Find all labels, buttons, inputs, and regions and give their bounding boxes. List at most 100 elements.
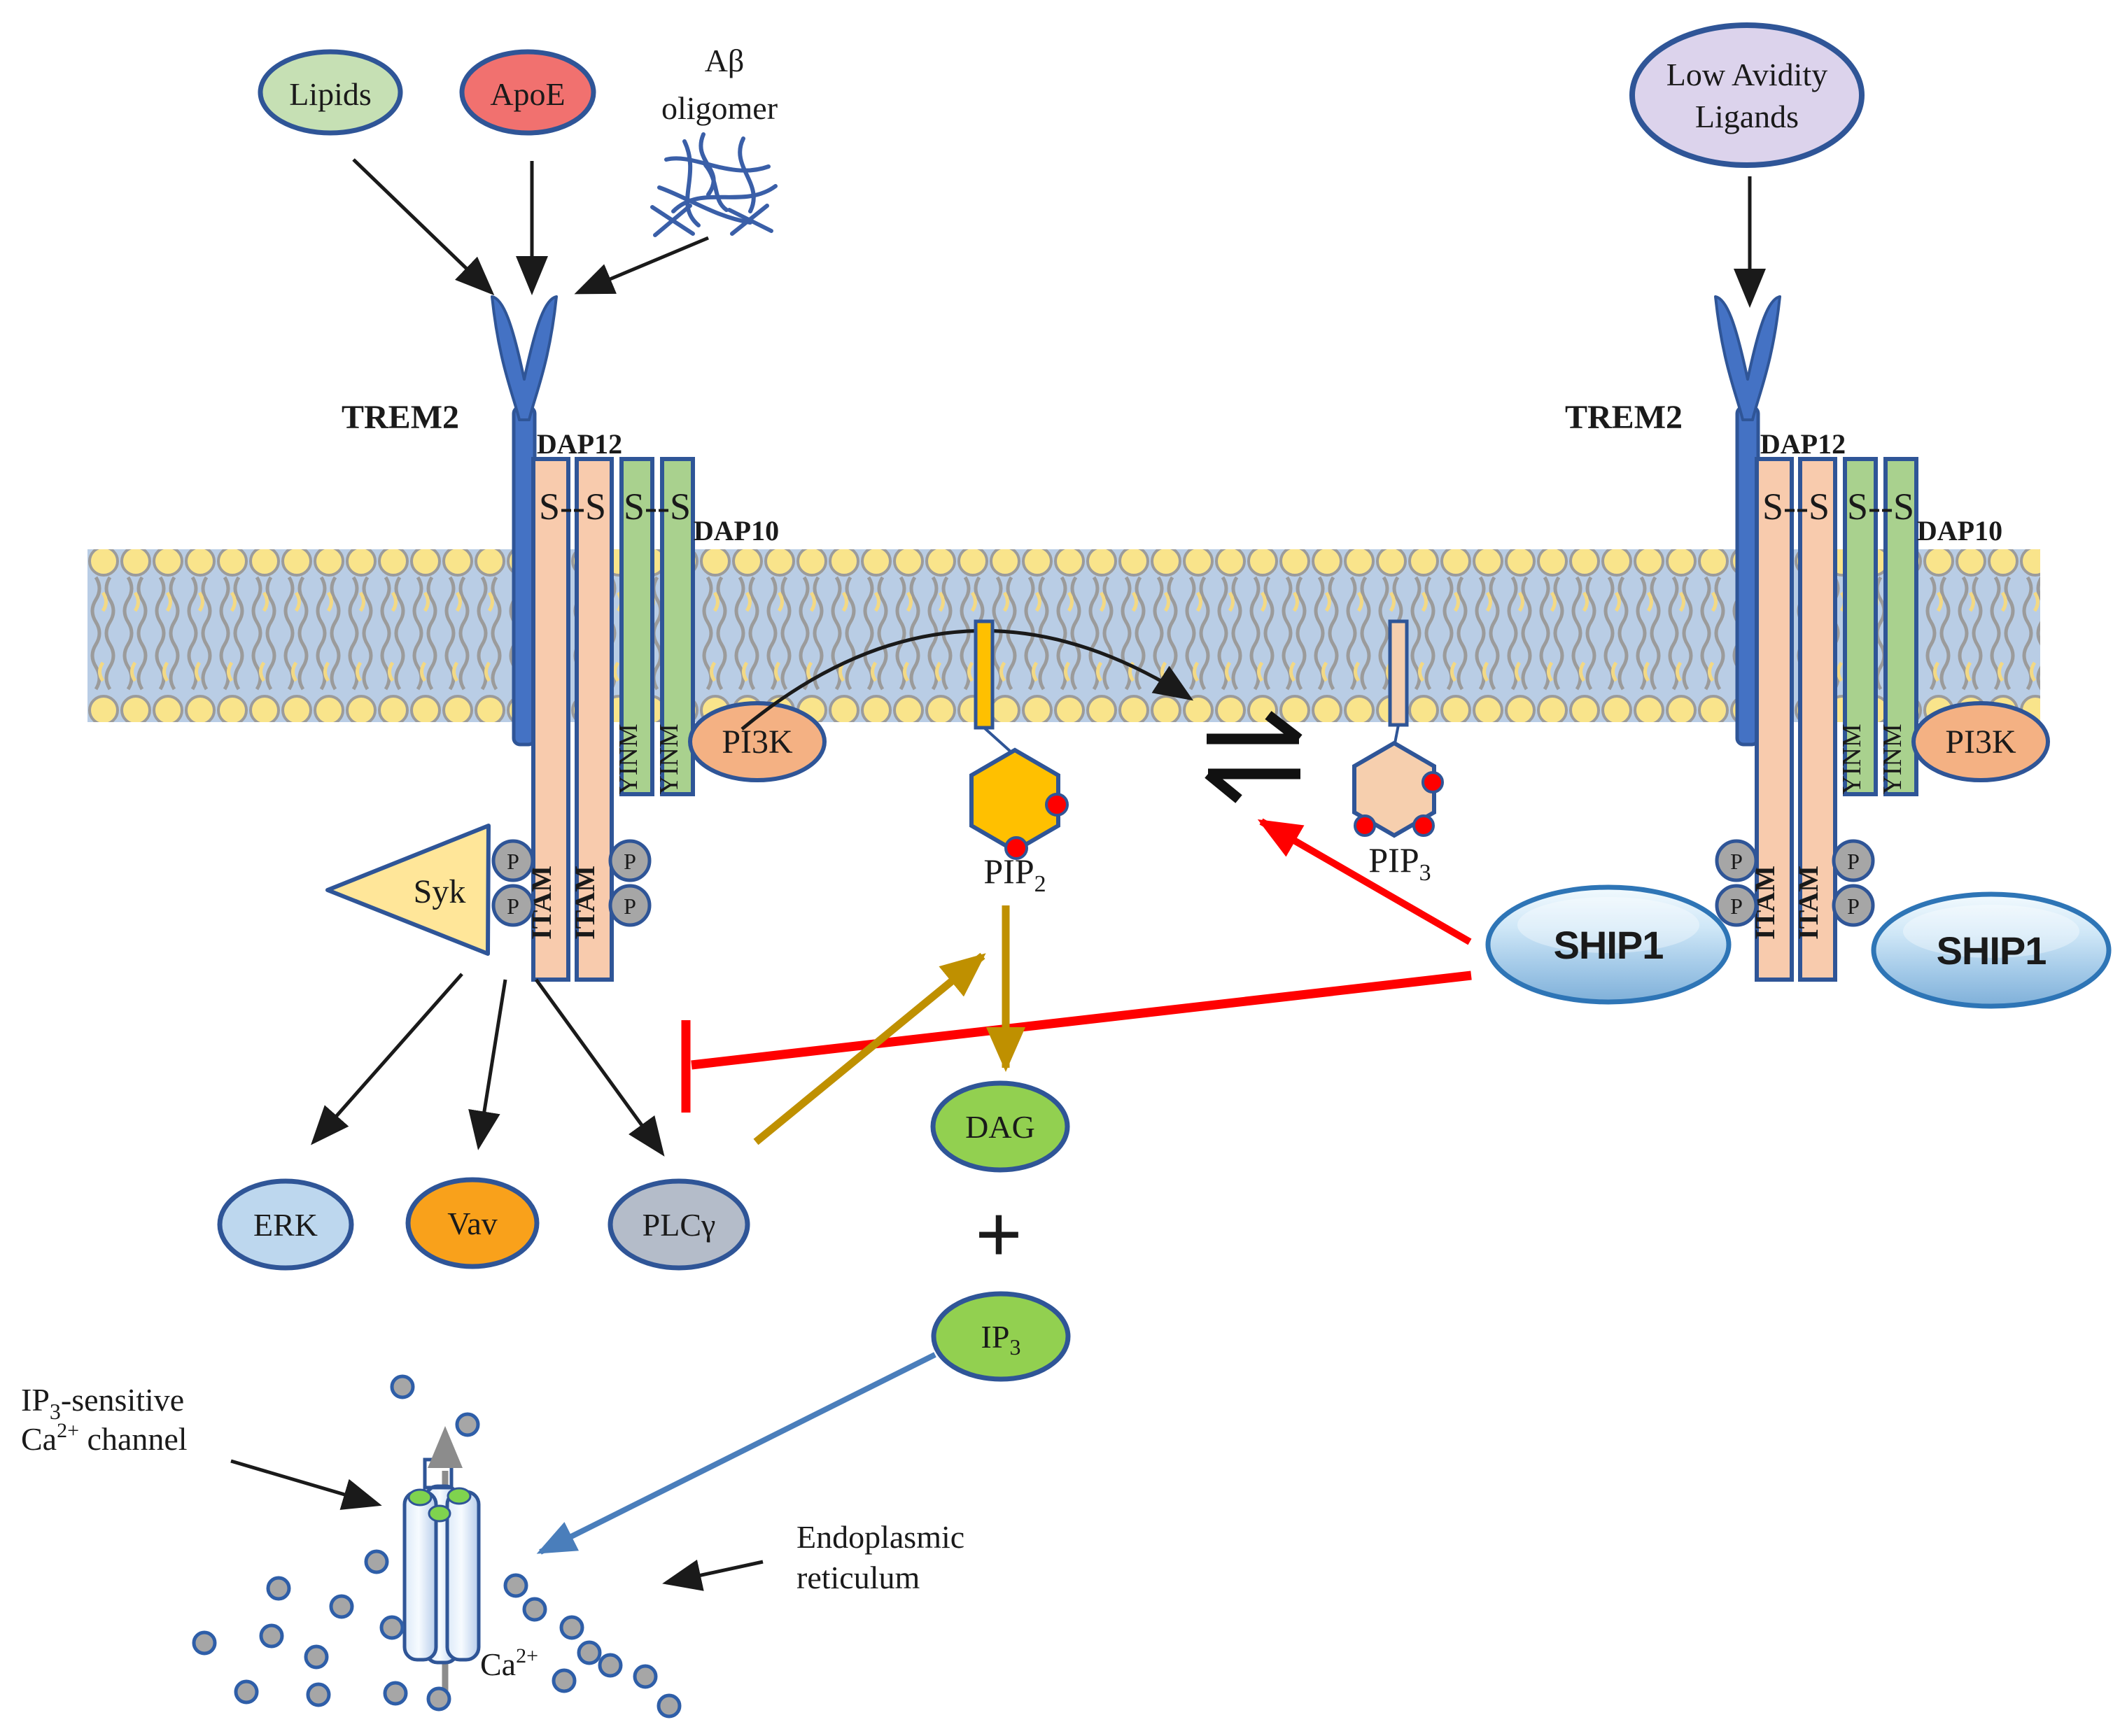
yinm-motif-1: YINM xyxy=(614,724,643,794)
lipids-label: Lipids xyxy=(289,76,372,112)
vav-label: Vav xyxy=(447,1206,498,1241)
channel-gate-dot xyxy=(447,1487,472,1505)
apoe-label: ApoE xyxy=(490,76,565,112)
abeta-label-line1: Aβ xyxy=(705,43,745,78)
erk-label: ERK xyxy=(253,1207,318,1243)
ship1-ellipse-right: SHIP1 xyxy=(1871,891,2112,1009)
dap10-chain-2 xyxy=(1883,457,1918,796)
equilibrium-symbol xyxy=(1205,711,1303,803)
svg-text:P: P xyxy=(624,849,636,874)
er-annotation-arrow xyxy=(662,1559,764,1591)
dap10-chain-1 xyxy=(1843,457,1878,796)
channel-label-line2: Ca2+ channel xyxy=(21,1419,188,1457)
calcium-release-arrowhead xyxy=(428,1426,463,1468)
apoe-ellipse: ApoE xyxy=(459,49,596,136)
plc-gamma-ellipse: PLCγ xyxy=(608,1178,750,1271)
calcium-label: Ca2+ xyxy=(480,1644,538,1682)
pip2-molecule: PIP2 xyxy=(969,619,1069,897)
dap12-chain-1 xyxy=(531,457,570,982)
svg-text:P: P xyxy=(507,894,519,919)
dap12-label: DAP12 xyxy=(537,428,622,460)
lipids-ellipse: Lipids xyxy=(258,49,403,136)
er-label-line2: reticulum xyxy=(796,1560,920,1595)
calcium-ions xyxy=(192,1374,682,1719)
dap10-label: DAP10 xyxy=(1917,515,2002,546)
pip3-tail xyxy=(1388,619,1409,727)
svg-text:P: P xyxy=(1847,849,1860,874)
dap10-chain-2 xyxy=(660,457,695,796)
syk-to-vav-arrow xyxy=(468,979,507,1150)
dap12-disulfide-label: S--S xyxy=(539,486,606,528)
ip3-label: IP3 xyxy=(981,1319,1021,1360)
yinm-motif-2: YINM xyxy=(654,724,684,794)
dap10-disulfide-label: S--S xyxy=(1847,486,1914,528)
pip2-tail xyxy=(974,619,995,730)
channel-gate-dot xyxy=(407,1488,433,1506)
channel-gate-dot xyxy=(428,1504,451,1523)
channel-label-line1: IP3-sensitive xyxy=(21,1382,184,1424)
pi3k-label: PI3K xyxy=(1945,724,2016,761)
channel-annotation: IP3-sensitive Ca2+ channel xyxy=(21,1382,382,1510)
dag-label: DAG xyxy=(965,1109,1035,1145)
abeta-aggregate-drawing xyxy=(650,132,778,237)
trem2-label: TREM2 xyxy=(342,399,459,436)
syk-label: Syk xyxy=(414,873,466,910)
low-avidity-label-line2: Ligands xyxy=(1695,99,1799,134)
pip3-molecule: PIP3 xyxy=(1352,619,1444,886)
lipids-to-trem2-arrow xyxy=(352,158,495,296)
yinm-motif-2: YINM xyxy=(1878,724,1907,794)
itam-motif-2: ITAM xyxy=(569,866,601,940)
ship1-inhibition-tbar xyxy=(681,971,1472,1113)
dap10-label: DAP10 xyxy=(694,515,779,546)
pip3-phosphate-dot xyxy=(1354,814,1376,837)
vav-ellipse: Vav xyxy=(405,1177,540,1269)
pip3-phosphate-dot xyxy=(1421,771,1444,793)
syk-to-plcg-arrow xyxy=(534,978,665,1157)
dap10-disulfide-label: S--S xyxy=(624,486,691,528)
pi3k-ellipse: PI3K xyxy=(688,701,827,782)
plcg-to-pip2-gold-arrow xyxy=(753,952,986,1145)
ligand-arrows xyxy=(352,158,709,296)
svg-text:P: P xyxy=(507,849,519,874)
abeta-oligomer: Aβ oligomer xyxy=(650,43,778,237)
dap10-chain-1 xyxy=(619,457,654,796)
dag-ellipse: DAG xyxy=(930,1080,1070,1173)
dap12-disulfide-label: S--S xyxy=(1762,486,1830,528)
er-annotation: Endoplasmic reticulum xyxy=(662,1519,964,1595)
trem2-complex-left: TREM2 DAP12 S--S S--S DAP10 YINM YINM IT… xyxy=(342,295,827,982)
trem2-receptor-head xyxy=(491,295,558,421)
pip2-label: PIP2 xyxy=(983,852,1046,897)
pip2-head-hexagon xyxy=(969,747,1060,854)
pip3-phosphate-dot xyxy=(1412,814,1435,837)
svg-text:P: P xyxy=(624,894,636,919)
yinm-motif-1: YINM xyxy=(1837,724,1867,794)
ship1-label: SHIP1 xyxy=(1937,929,2047,973)
svg-text:P: P xyxy=(1847,894,1860,919)
low-avidity-ligands-ellipse: Low Avidity Ligands xyxy=(1629,22,1865,168)
syk-triangle: Syk xyxy=(325,824,491,956)
itam-motif-2: ITAM xyxy=(1792,866,1824,940)
trem2-complex-right: TREM2 DAP12 S--S S--S DAP10 YINM YINM IT… xyxy=(1565,295,2050,982)
ship1-to-pip2-red-arrow xyxy=(1257,818,1472,945)
pip3-label: PIP3 xyxy=(1368,840,1431,886)
phospho-sites: P P P P xyxy=(491,839,652,927)
pi3k-label: PI3K xyxy=(722,724,793,761)
dap12-chain-1 xyxy=(1755,457,1794,982)
ship1-ellipse-left: SHIP1 xyxy=(1485,884,1732,1005)
abeta-to-trem2-arrow xyxy=(574,236,709,295)
plus-sign: + xyxy=(975,1188,1023,1281)
phospho-sites: P P P P xyxy=(1715,839,1875,927)
abeta-label-line2: oligomer xyxy=(661,90,778,126)
low-avidity-label-line1: Low Avidity xyxy=(1666,57,1827,92)
ip3-ellipse: IP3 xyxy=(931,1291,1071,1382)
dap12-chain-2 xyxy=(1798,457,1837,982)
er-label-line1: Endoplasmic xyxy=(796,1519,964,1555)
syk-to-erk-arrow xyxy=(311,973,463,1145)
plasma-membrane xyxy=(87,549,2040,722)
pip3-head-hexagon xyxy=(1352,740,1436,838)
channel-annotation-arrow xyxy=(230,1459,382,1510)
dap12-label: DAP12 xyxy=(1760,428,1846,460)
pi3k-ellipse: PI3K xyxy=(1911,701,2050,782)
trem2-label: TREM2 xyxy=(1565,399,1683,436)
